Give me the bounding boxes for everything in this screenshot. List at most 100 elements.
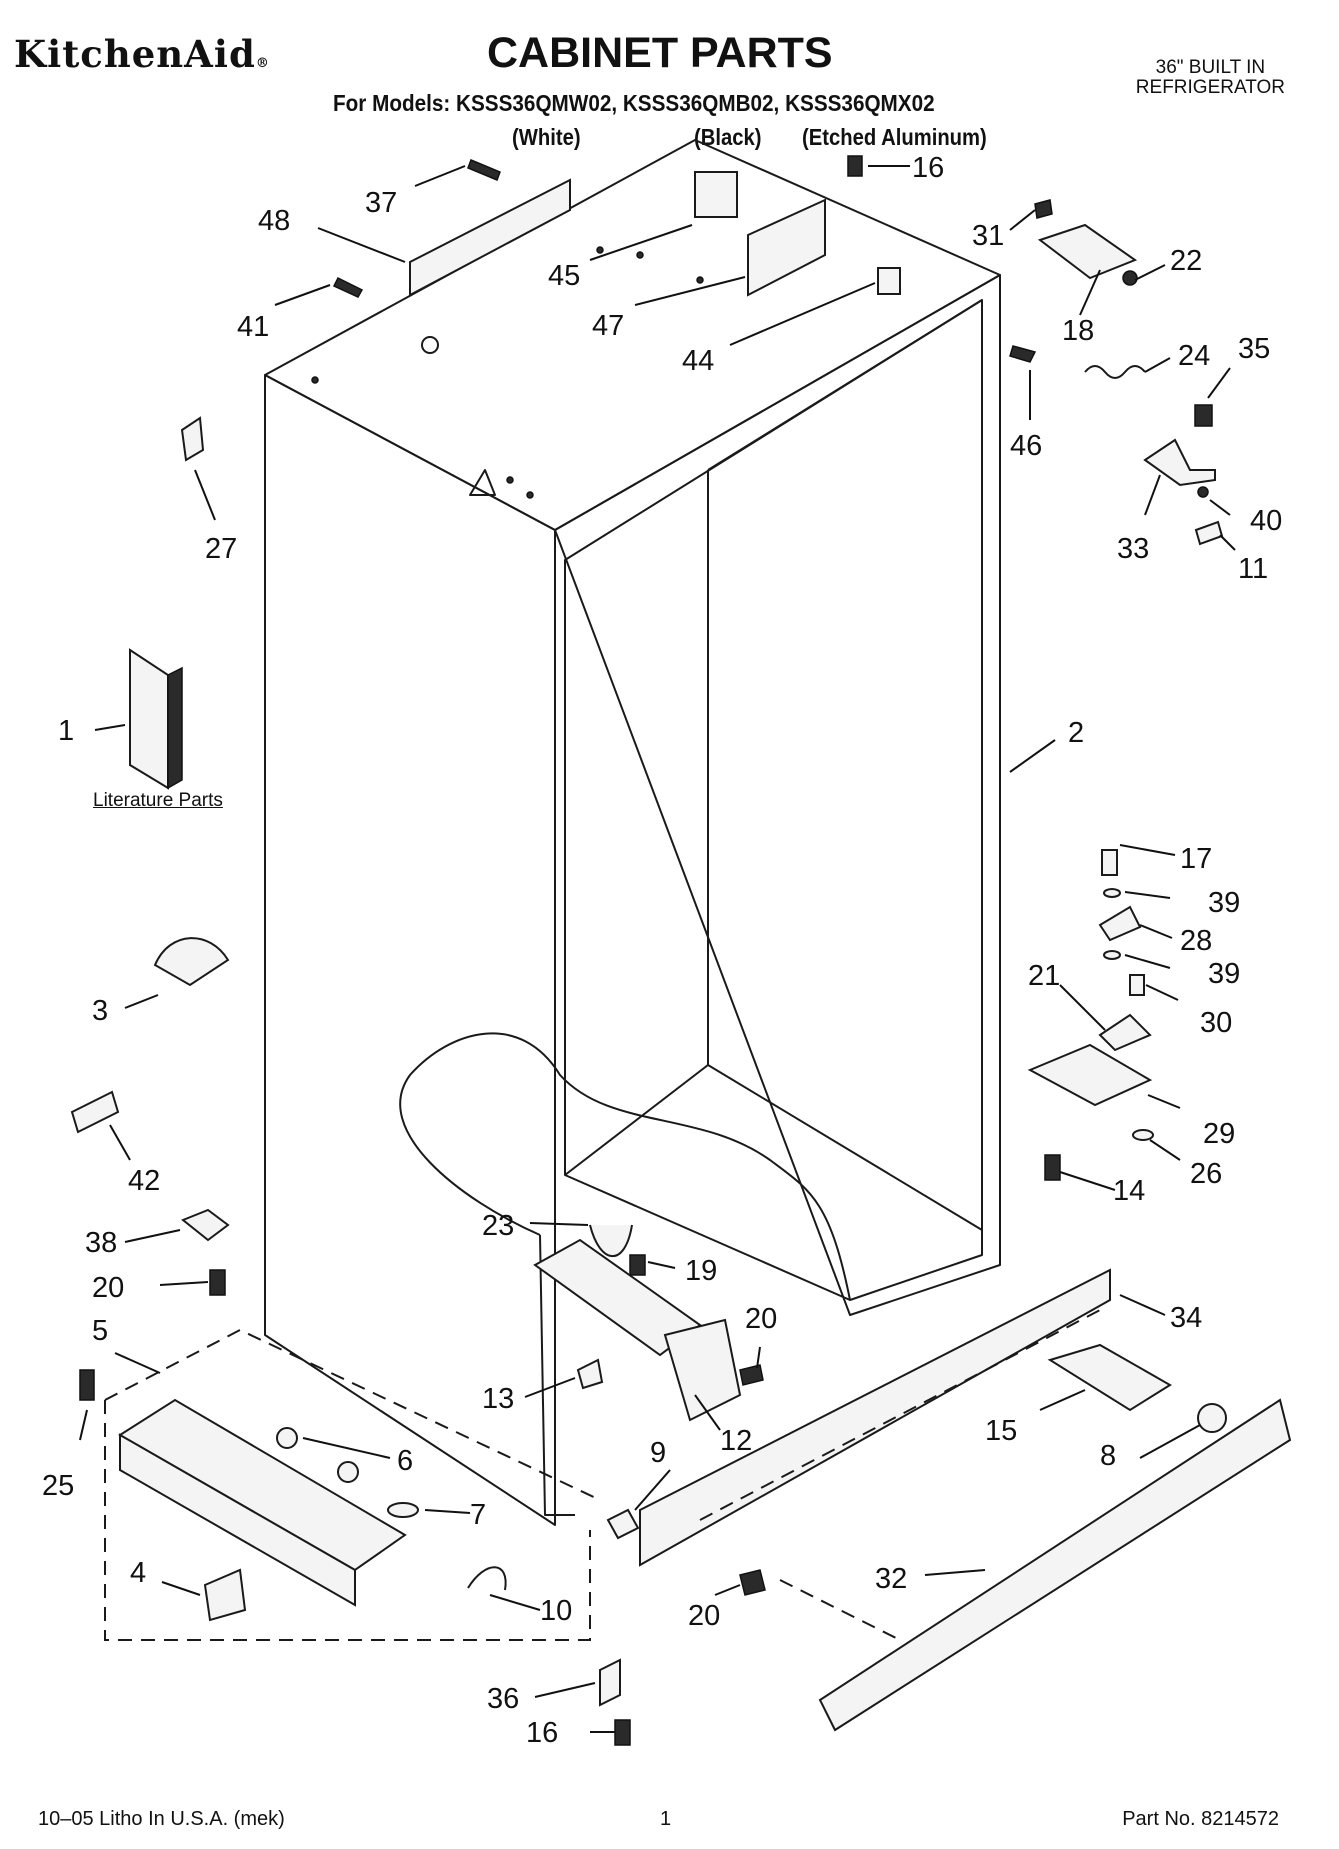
- part-30-bushing: [1129, 974, 1145, 996]
- liner-back-edge: [707, 470, 983, 1231]
- base-outline-dash: [104, 1400, 591, 1641]
- part-23-clip: [589, 1224, 633, 1257]
- leader-15: [1039, 1389, 1086, 1411]
- lower-hinge-parts: [1027, 849, 1154, 1181]
- callout-20-center: 20: [745, 1303, 777, 1335]
- callout-21: 21: [1028, 960, 1060, 992]
- part-20-screw-left: [209, 1269, 226, 1296]
- liner-floor-edge: [564, 1064, 709, 1176]
- callout-40: 40: [1250, 505, 1282, 537]
- part-3-clamp: [153, 937, 230, 987]
- callout-9: 9: [650, 1437, 666, 1469]
- leader-2: [1009, 739, 1056, 773]
- callout-15: 15: [985, 1415, 1017, 1447]
- cabinet-lower-flap: [539, 1234, 575, 1516]
- callout-39-upper: 39: [1208, 887, 1240, 919]
- callout-6: 6: [397, 1445, 413, 1477]
- part-11-plate: [1194, 520, 1224, 546]
- registered-mark: ®: [255, 56, 270, 71]
- leader-19: [647, 1261, 676, 1269]
- part-16-screw-top: [847, 155, 863, 177]
- callout-5: 5: [92, 1315, 108, 1347]
- leader-4: [161, 1581, 201, 1596]
- leader-47: [634, 276, 746, 306]
- part-46-screw: [1009, 345, 1037, 363]
- callout-37: 37: [365, 187, 397, 219]
- callout-20-bottom: 20: [688, 1600, 720, 1632]
- part-40-washer: [1197, 486, 1209, 498]
- leader-34: [1119, 1294, 1166, 1316]
- callout-23: 23: [482, 1210, 514, 1242]
- leader-48: [317, 227, 406, 263]
- part-12-bracket: [663, 1318, 742, 1422]
- part-26-washer: [1132, 1129, 1154, 1141]
- base-assembly: [104, 1328, 640, 1641]
- cabinet-front-frame: [554, 274, 1001, 1316]
- callout-35: 35: [1238, 333, 1270, 365]
- part-39-washer-2: [1103, 950, 1121, 960]
- part-9-clip: [606, 1508, 640, 1540]
- part-10-clip: [467, 1566, 507, 1591]
- callout-34: 34: [1170, 1302, 1202, 1334]
- part-31-screw: [1034, 199, 1053, 219]
- leader-39b: [1124, 954, 1171, 969]
- product-line-1: 36" BUILT IN: [1155, 57, 1266, 78]
- callout-29: 29: [1203, 1118, 1235, 1150]
- callout-31: 31: [972, 220, 1004, 252]
- callout-27: 27: [205, 533, 237, 565]
- callout-33: 33: [1117, 533, 1149, 565]
- part-27-clip: [180, 416, 205, 462]
- part-41-screw: [332, 276, 364, 298]
- callout-8: 8: [1100, 1440, 1116, 1472]
- leader-20b: [756, 1346, 761, 1369]
- part-44-clip: [877, 267, 901, 295]
- callout-26: 26: [1190, 1158, 1222, 1190]
- leader-41: [274, 284, 331, 306]
- callout-48: 48: [258, 205, 290, 237]
- leader-14: [1059, 1171, 1116, 1191]
- callout-24: 24: [1178, 340, 1210, 372]
- part-12-tube: [533, 1238, 702, 1357]
- leader-31: [1009, 209, 1036, 231]
- top-parts: [332, 155, 1053, 363]
- callout-46: 46: [1010, 430, 1042, 462]
- part-42-plug: [70, 1090, 120, 1134]
- wire-harness-loop: [399, 1032, 851, 1301]
- part-37-screw: [467, 159, 501, 181]
- callout-25: 25: [42, 1470, 74, 1502]
- part-20-screw-lower: [739, 1569, 766, 1596]
- leader-36: [534, 1682, 596, 1698]
- top-hole: [506, 476, 514, 484]
- leader-5: [114, 1352, 161, 1374]
- part-7-ring: [387, 1502, 419, 1518]
- callout-19: 19: [685, 1255, 717, 1287]
- top-hole: [696, 276, 704, 284]
- part-14-screw: [1044, 1154, 1061, 1181]
- liner-ceiling-edge: [707, 299, 983, 471]
- leader-1: [94, 724, 126, 731]
- callout-7: 7: [470, 1499, 486, 1531]
- leader-22: [1134, 264, 1166, 281]
- leader-13: [524, 1377, 576, 1398]
- leader-44: [729, 282, 876, 346]
- callout-17: 17: [1180, 843, 1212, 875]
- callout-1: 1: [58, 715, 74, 747]
- top-tab: [469, 469, 496, 496]
- part-4-roller: [203, 1568, 247, 1622]
- part-39-washer: [1103, 888, 1121, 898]
- leader-45: [589, 224, 693, 261]
- callout-32: 32: [875, 1563, 907, 1595]
- brand-logo: KitchenAid®: [14, 36, 270, 73]
- part-5-base-rail-face: [119, 1433, 356, 1607]
- grille-vents: [699, 1309, 1101, 1521]
- callout-13: 13: [482, 1383, 514, 1415]
- top-hole: [636, 251, 644, 259]
- part-48-top-trim: [409, 178, 571, 297]
- callout-39-lower: 39: [1208, 958, 1240, 990]
- models-line: For Models: KSSS36QMW02, KSSS36QMB02, KS…: [333, 90, 935, 116]
- part-32-kickplate: [818, 1398, 1292, 1732]
- callout-42: 42: [128, 1165, 160, 1197]
- callout-47: 47: [592, 310, 624, 342]
